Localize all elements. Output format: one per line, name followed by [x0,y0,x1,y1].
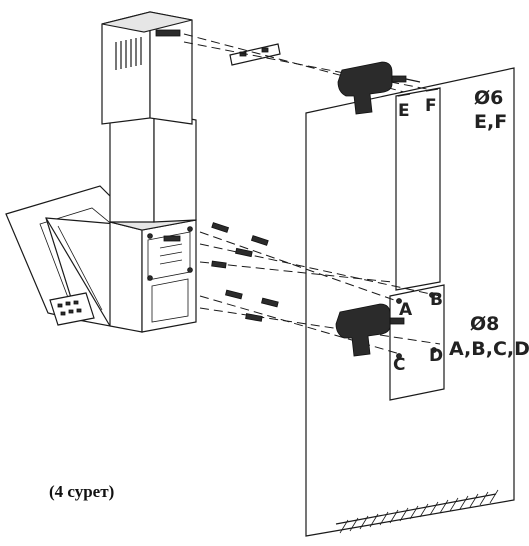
label-points-bottom: A,B,C,D [449,338,529,360]
chimney-template [395,87,441,291]
figure-caption: (4 сурет) [49,482,115,501]
screws [211,222,279,322]
point-markers [396,88,439,359]
body-template [389,284,445,401]
label-diameter-top: Ø6 [474,87,504,109]
vent-slots [115,37,142,70]
label-point-d: D [429,346,444,366]
label-point-a: A [399,300,413,320]
label-points-top: E,F [474,111,508,133]
cooker-hood [5,11,197,333]
label-point-f: F [425,96,437,116]
label-diameter-bottom: Ø8 [470,313,500,335]
floor-hatch [335,489,499,534]
drill-icon-bottom [335,303,405,357]
label-point-e: E [398,101,410,121]
label-point-c: C [393,355,406,375]
mounting-bracket [229,43,281,66]
drill-icon-top [337,61,421,115]
control-buttons [57,300,82,316]
label-point-b: B [430,290,443,310]
